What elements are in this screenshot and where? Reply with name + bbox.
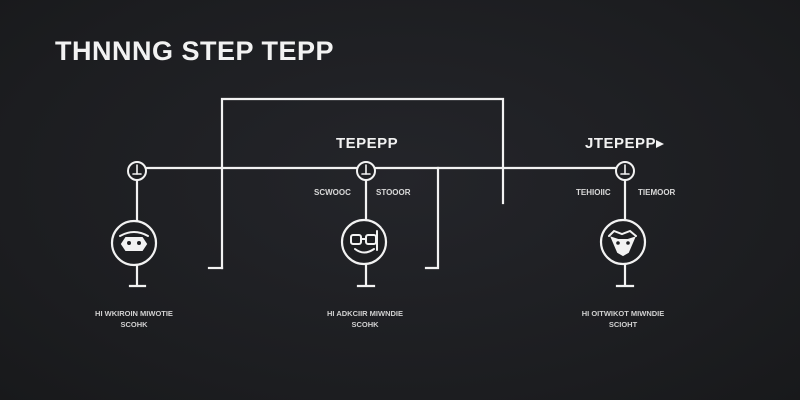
step3-caption: HI OITWIKOT MIWNDIE SCIOHT bbox=[573, 308, 673, 330]
step3-left-tag: TEHIOIIC bbox=[576, 188, 611, 197]
bracket-right-line bbox=[424, 166, 440, 270]
step2-label: TEPEPP bbox=[336, 135, 399, 152]
step3-label: JTEPEPP bbox=[585, 135, 657, 152]
arrow-right-icon bbox=[656, 140, 664, 148]
top-bracket bbox=[220, 97, 505, 270]
step2-right-tag: STOOOR bbox=[376, 188, 411, 197]
face-glasses-icon bbox=[340, 218, 388, 266]
step2-caption: HI ADKCIIR MIWNDIE SCOHK bbox=[315, 308, 415, 330]
step1-caption: HI WKIROIN MIWOTIE SCOHK bbox=[84, 308, 184, 330]
page-title: THNNNG STEP TEPP bbox=[55, 36, 335, 66]
step2-caption-line2: SCOHK bbox=[351, 320, 379, 329]
step1-caption-line2: SCOHK bbox=[120, 320, 148, 329]
step3-caption-line1: HI OITWIKOT MIWNDIE bbox=[581, 309, 665, 318]
step2-left-tag: SCWOOC bbox=[314, 188, 351, 197]
step3-right-tag: TIEMOOR bbox=[638, 188, 676, 197]
step1-caption-line1: HI WKIROIN MIWOTIE bbox=[95, 309, 173, 318]
step2-caption-line1: HI ADKCIIR MIWNDIE bbox=[327, 309, 403, 318]
step3-caption-line2: SCIOHT bbox=[608, 320, 638, 329]
